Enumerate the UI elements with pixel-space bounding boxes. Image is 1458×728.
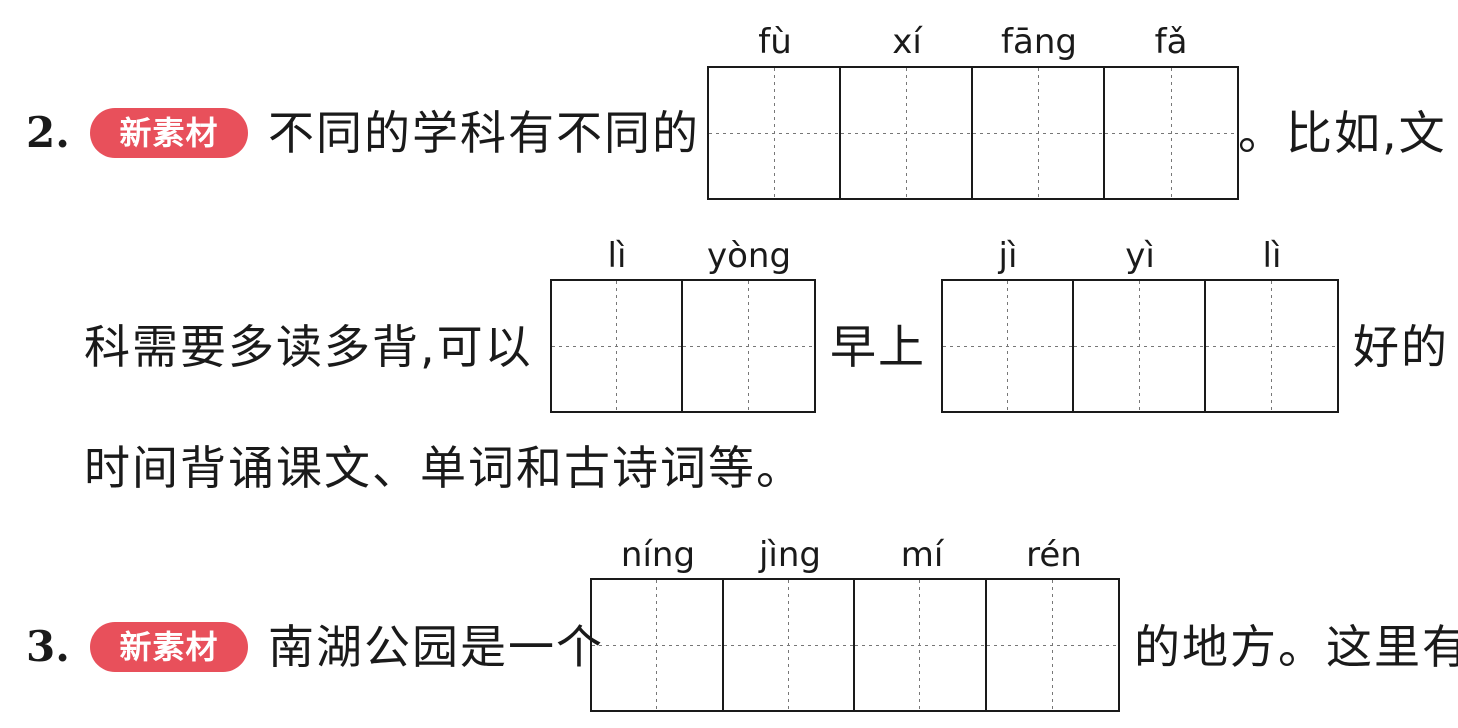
pinyin-label: jì [998,236,1018,276]
writing-cell[interactable] [855,580,987,710]
writing-cell[interactable] [841,68,973,198]
q2-text-after-blank3: 好的 [1353,320,1449,374]
q2-text-line3: 时间背诵课文、单词和古诗词等。 [84,441,804,495]
pinyin-label: fǎ [1154,22,1188,62]
writing-cell[interactable] [986,580,1118,710]
q2-text-after-blank1: 。比如,文 [1238,106,1447,160]
q2-blank3-pinyin: jì yì lì [942,236,1338,276]
writing-cell[interactable] [1205,281,1338,411]
new-material-badge: 新素材 [90,622,248,672]
pinyin-label: jìng [758,535,822,575]
q2-blank2-pinyin: lì yòng [551,236,815,276]
new-material-badge: 新素材 [90,108,248,158]
pinyin-label: xí [892,22,922,62]
writing-cell[interactable] [1105,68,1237,198]
pinyin-label: yì [1125,236,1155,276]
q2-blank1-pinyin: fù xí fāng fǎ [709,22,1237,62]
writing-cell[interactable] [552,281,683,411]
q2-text-before-blank2: 科需要多读多背,可以 [84,320,533,374]
pinyin-label: rén [1026,535,1082,575]
q2-blank2-writing-grid[interactable] [550,279,816,413]
writing-cell[interactable] [943,281,1075,411]
q2-text-before-blank1: 不同的学科有不同的 [268,106,700,160]
writing-cell[interactable] [592,580,724,710]
q3-text-after-blank1: 的地方。这里有 [1134,620,1458,674]
q3-blank1-writing-grid[interactable] [590,578,1120,712]
question-number: 2. [26,108,70,157]
writing-cell[interactable] [709,68,841,198]
q3-text-before-blank1: 南湖公园是一个 [268,620,604,674]
pinyin-label: mí [900,535,944,575]
pinyin-label: yòng [706,236,792,276]
writing-cell[interactable] [973,68,1105,198]
pinyin-label: fāng [1001,22,1077,62]
q2-blank3-writing-grid[interactable] [941,279,1339,413]
pinyin-label: fù [758,22,792,62]
q2-text-between-blanks: 早上 [830,320,926,374]
writing-cell[interactable] [1074,281,1206,411]
writing-cell[interactable] [723,580,855,710]
q2-blank1-writing-grid[interactable] [707,66,1239,200]
q3-blank1-pinyin: níng jìng mí rén [592,535,1120,575]
writing-cell[interactable] [683,281,814,411]
pinyin-label: lì [1262,236,1282,276]
pinyin-label: níng [620,535,696,575]
question-number: 3. [26,622,70,671]
pinyin-label: lì [607,236,627,276]
